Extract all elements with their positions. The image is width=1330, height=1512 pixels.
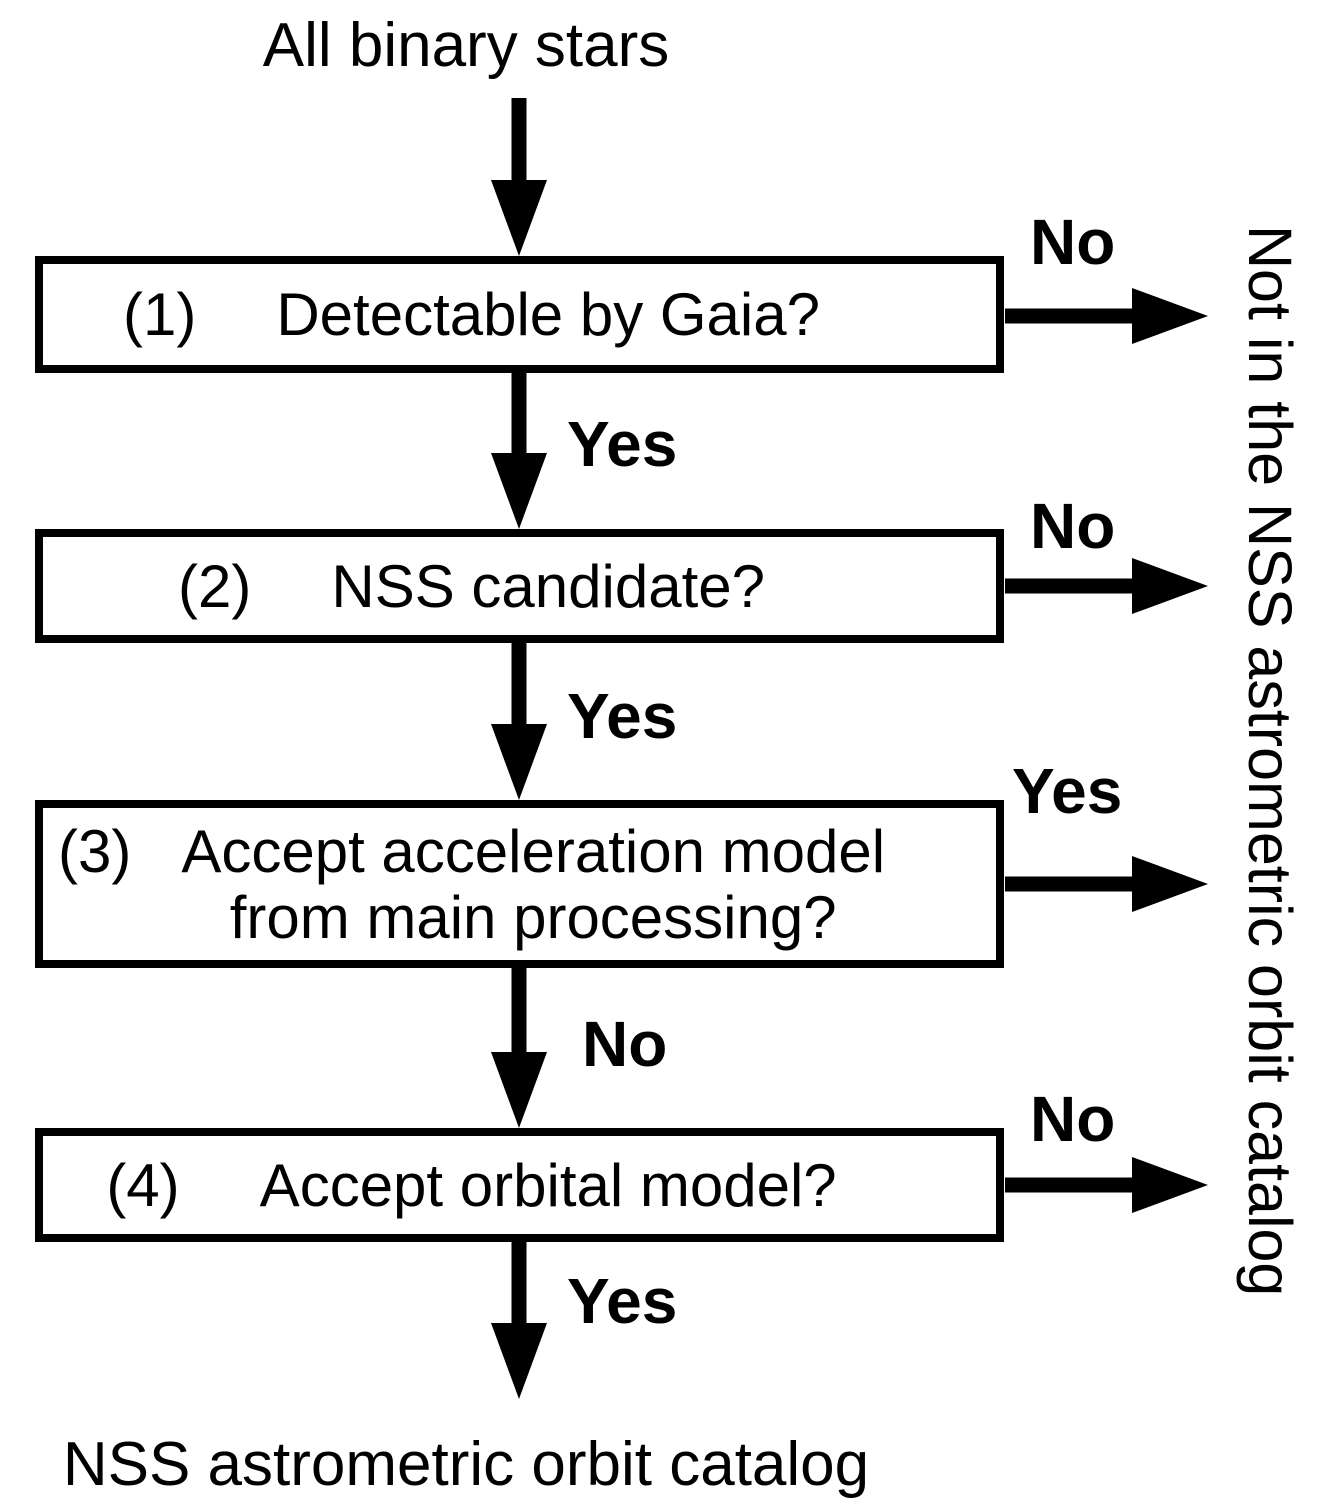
start-node-label: All binary stars <box>262 11 670 80</box>
arrow-box4-yes-down <box>491 1242 547 1399</box>
catalog-outcome-label: NSS astrometric orbit catalog <box>62 1430 870 1499</box>
arrow-box1-yes-down <box>491 373 547 529</box>
box1-question: Detectable by Gaia? <box>276 281 820 348</box>
rejected-outcome-label: Not in the NSS astrometric orbit catalog <box>1236 225 1304 1297</box>
box2-no-label: No <box>1030 490 1116 562</box>
box2-number: (2) <box>178 552 252 620</box>
box3-number: (3) <box>57 818 132 885</box>
arrow-start-to-box1 <box>491 98 547 256</box>
arrow-box3-no-down <box>491 968 547 1128</box>
box2-question: NSS candidate? <box>331 552 765 620</box>
box1-yes-label: Yes <box>567 408 678 480</box>
box4-question: Accept orbital model? <box>259 1151 837 1219</box>
box1-no-label: No <box>1030 206 1116 278</box>
arrow-box1-no-right <box>1005 288 1208 344</box>
box3-question-line1: Accept acceleration model <box>181 818 886 885</box>
box1-number: (1) <box>122 281 197 348</box>
decision-box-4: (4) Accept orbital model? <box>35 1128 1004 1242</box>
box4-no-label: No <box>1030 1083 1116 1155</box>
decision-box-1: (1) Detectable by Gaia? <box>35 256 1004 373</box>
box3-question-line2: from main processing? <box>229 884 837 951</box>
arrow-box2-no-right <box>1005 558 1208 614</box>
arrow-box4-no-right <box>1005 1157 1208 1213</box>
box3-yes-label: Yes <box>1012 755 1123 827</box>
arrow-box3-yes-right <box>1005 856 1208 912</box>
arrow-box2-yes-down <box>491 643 547 800</box>
decision-box-2: (2) NSS candidate? <box>35 529 1004 643</box>
box3-no-label: No <box>582 1008 668 1080</box>
box2-yes-label: Yes <box>567 680 678 752</box>
box4-yes-label: Yes <box>567 1265 678 1337</box>
box4-number: (4) <box>106 1151 180 1219</box>
